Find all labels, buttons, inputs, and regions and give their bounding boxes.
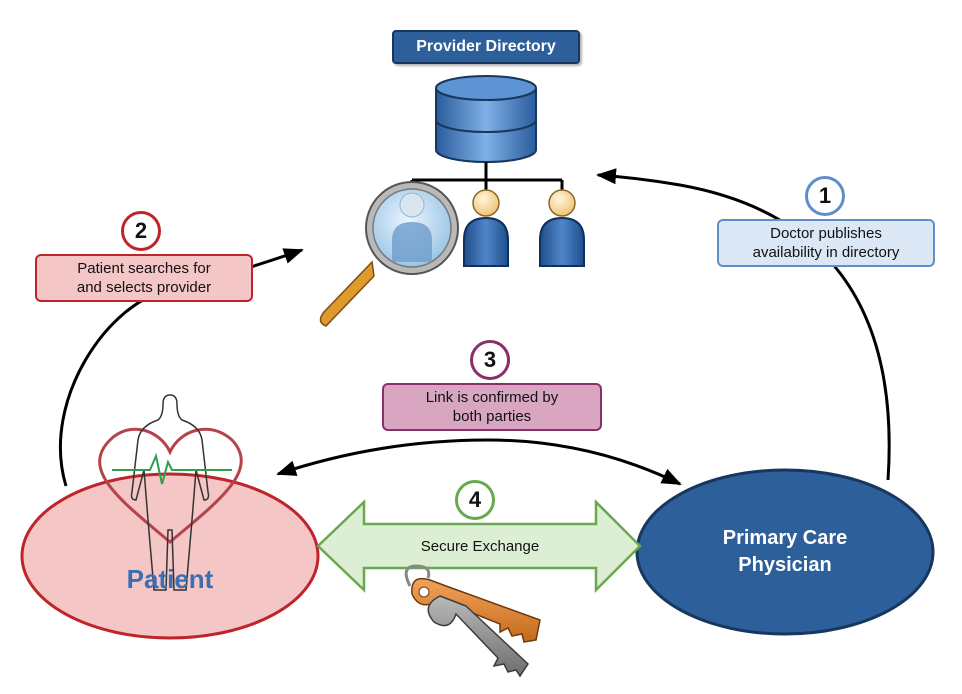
physician-label: Primary Care Physician <box>655 525 915 579</box>
step-3-badge: 3 <box>470 340 510 380</box>
person-icon <box>463 189 509 267</box>
keys-icon <box>404 564 541 678</box>
step-3-line1: Link is confirmed by <box>425 389 559 406</box>
secure-exchange-arrow <box>316 498 642 594</box>
provider-directory-title: Provider Directory <box>392 30 580 64</box>
step-2-line2: and selects provider <box>76 279 212 296</box>
step-1-line1: Doctor publishes <box>770 225 882 242</box>
person-icon <box>539 189 585 267</box>
step-1-badge: 1 <box>805 176 845 216</box>
step-1-label: Doctor publishes availability in directo… <box>717 219 935 267</box>
magnifier-icon <box>319 181 459 327</box>
patient-label: Patient <box>126 564 214 594</box>
step-2-badge: 2 <box>121 211 161 251</box>
step-2-line1: Patient searches for <box>77 260 211 277</box>
step-3-line2: both parties <box>452 408 532 425</box>
step-2-label: Patient searches for and selects provide… <box>35 254 253 302</box>
heart-body-icon <box>98 394 243 591</box>
physician-label-line1: Primary Care <box>722 527 848 549</box>
secure-exchange-label: Secure Exchange <box>420 538 540 555</box>
database-icon <box>435 75 537 163</box>
patient-node[interactable] <box>20 472 320 640</box>
step-3-label: Link is confirmed by both parties <box>382 383 602 431</box>
arrow-publish <box>596 168 891 481</box>
step-1-line2: availability in directory <box>752 244 900 261</box>
step-4-badge: 4 <box>455 480 495 520</box>
physician-node[interactable] <box>635 468 935 636</box>
physician-label-line2: Physician <box>738 554 832 576</box>
arrow-link <box>487 438 682 486</box>
arrow-link <box>276 438 489 476</box>
